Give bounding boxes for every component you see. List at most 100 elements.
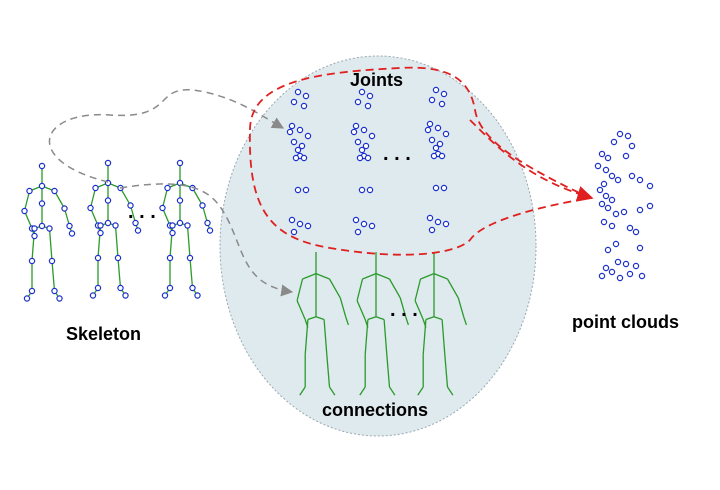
- joint-marker: [602, 166, 610, 174]
- joint-marker: [428, 136, 436, 144]
- bone-line: [364, 319, 369, 355]
- bone-line: [186, 225, 191, 259]
- skeleton-ellipsis: . . .: [128, 201, 156, 223]
- joint-marker: [628, 172, 636, 180]
- joint-marker: [169, 229, 176, 237]
- joint-marker: [608, 222, 616, 230]
- joint-marker: [92, 184, 99, 192]
- joint-marker: [186, 254, 194, 262]
- connections-label: connections: [322, 400, 428, 420]
- joint-marker: [602, 264, 610, 272]
- bone-line: [420, 272, 435, 280]
- bone-line: [446, 278, 459, 299]
- joint-marker: [176, 197, 184, 204]
- joint-marker: [598, 150, 606, 158]
- joint-marker: [189, 284, 196, 292]
- joint-marker: [94, 284, 102, 292]
- joint-marker: [360, 126, 368, 134]
- joint-marker: [350, 128, 358, 136]
- joint-marker: [288, 216, 296, 224]
- joint-marker: [290, 98, 298, 106]
- joint-marker: [612, 240, 620, 248]
- joint-marker: [104, 197, 112, 204]
- bone-line: [339, 297, 347, 317]
- connection-figure: [414, 252, 468, 396]
- joint-marker: [364, 154, 372, 162]
- joint-marker: [159, 204, 166, 212]
- joint-marker: [68, 230, 76, 237]
- connections-ellipsis: . . .: [390, 299, 418, 321]
- joint-marker: [596, 186, 604, 194]
- joint-marker: [354, 228, 362, 236]
- joint-marker: [38, 222, 46, 230]
- joint-marker: [604, 204, 612, 212]
- joint-marker: [626, 224, 634, 232]
- bone-line: [53, 190, 66, 209]
- joint-marker: [166, 254, 174, 262]
- joint-marker: [600, 180, 608, 188]
- joint-marker: [294, 88, 302, 96]
- bone-line: [425, 316, 435, 321]
- joint-marker: [610, 138, 618, 146]
- joint-marker: [302, 92, 310, 100]
- joint-marker: [184, 222, 191, 229]
- bone-line: [399, 297, 407, 317]
- joint-marker: [300, 154, 308, 162]
- skeleton-figures: [21, 159, 214, 302]
- joint-marker: [51, 287, 58, 295]
- bone-line: [388, 386, 396, 396]
- joint-marker: [632, 262, 640, 270]
- bone-line: [362, 272, 377, 280]
- joint-marker: [364, 102, 372, 110]
- bone-line: [375, 316, 385, 321]
- bone-line: [405, 316, 410, 326]
- joint-marker: [636, 244, 644, 252]
- joint-marker: [622, 260, 630, 268]
- bone-line: [457, 297, 465, 317]
- bone-line: [441, 319, 446, 355]
- joint-marker: [296, 220, 304, 228]
- joint-marker: [352, 216, 360, 224]
- joint-marker: [132, 219, 139, 227]
- joint-marker: [614, 258, 622, 266]
- joint-marker: [616, 130, 624, 138]
- joint-marker: [302, 186, 310, 194]
- joint-marker: [51, 187, 58, 195]
- joint-marker: [117, 284, 124, 292]
- joint-marker: [612, 210, 620, 218]
- joint-marker: [636, 206, 644, 214]
- joints-connections-ellipse: [219, 55, 537, 437]
- joint-marker: [440, 184, 448, 192]
- bone-line: [433, 316, 443, 321]
- bone-line: [23, 190, 31, 212]
- joint-marker: [598, 272, 606, 280]
- joint-marker: [440, 90, 448, 98]
- joint-marker: [362, 142, 370, 150]
- joint-marker: [356, 154, 364, 162]
- joint-marker: [164, 184, 171, 192]
- joint-marker: [296, 126, 304, 134]
- bone-line: [383, 319, 388, 355]
- joint-marker: [608, 172, 616, 180]
- joint-marker: [430, 152, 438, 160]
- joint-marker: [432, 86, 440, 94]
- joint-marker: [21, 207, 28, 215]
- joint-marker: [292, 154, 300, 162]
- joint-marker: [622, 152, 630, 160]
- joint-marker: [366, 186, 374, 194]
- joint-marker: [604, 154, 612, 162]
- connection-figures: [296, 252, 468, 396]
- joint-marker: [442, 130, 450, 138]
- joint-marker: [624, 132, 632, 140]
- joint-marker: [438, 152, 446, 160]
- joint-marker: [31, 225, 38, 232]
- joint-marker: [48, 257, 56, 265]
- joint-marker: [114, 254, 122, 262]
- joint-marker: [438, 100, 446, 108]
- bone-line: [117, 257, 122, 289]
- bone-line: [328, 386, 336, 396]
- bone-line: [414, 278, 422, 301]
- joint-marker: [426, 214, 434, 222]
- skeleton-label: Skeleton: [66, 324, 141, 344]
